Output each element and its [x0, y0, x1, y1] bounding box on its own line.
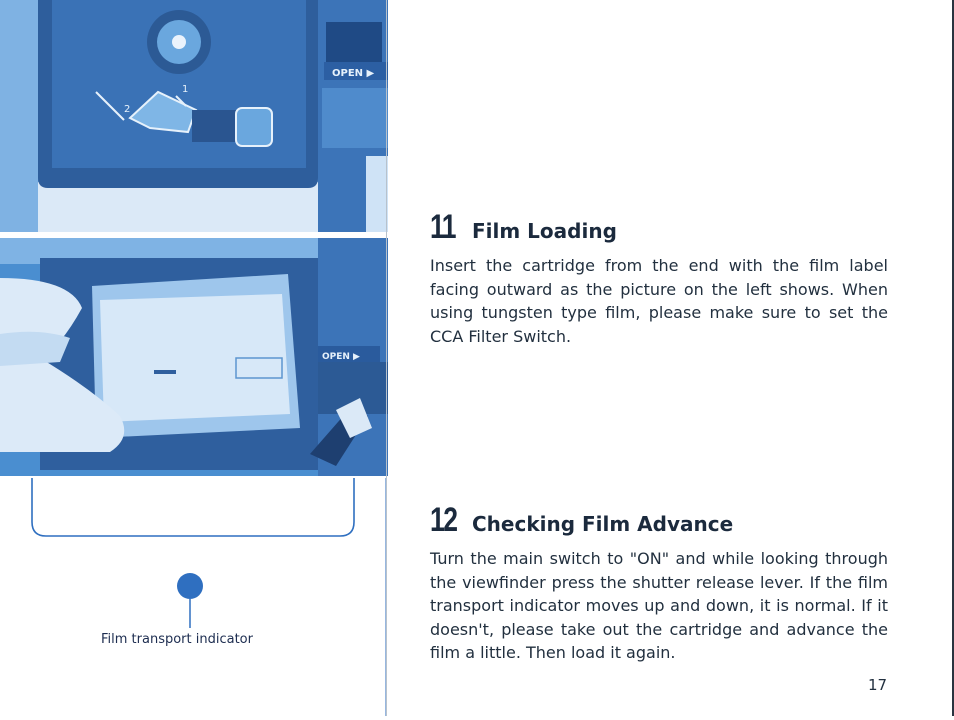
section-body: Turn the main switch to "ON" and while l… [430, 549, 888, 662]
section-title: Film Loading [472, 219, 617, 243]
page-edge [952, 0, 954, 716]
transport-indicator-diagram [0, 478, 388, 716]
indicator-dot-icon [177, 573, 203, 599]
section-title: Checking Film Advance [472, 512, 734, 536]
illustration-column: 2 1 OPEN ▶ OPEN [0, 0, 388, 716]
section-heading: 11 Film Loading [430, 208, 900, 246]
section-body: Insert the cartridge from the end with t… [430, 256, 888, 346]
section-number: 12 [430, 501, 458, 539]
arrow-2-label: 2 [124, 104, 130, 115]
diagram-caption: Film transport indicator [101, 632, 253, 647]
section-number: 11 [430, 208, 456, 246]
cartridge-insertion-photo: OPEN ▶ [0, 238, 388, 476]
section-heading: 12 Checking Film Advance [430, 501, 900, 539]
section-checking-film-advance: 12 Checking Film Advance Turn the main s… [430, 501, 900, 665]
arrow-1-label: 1 [182, 84, 188, 95]
section-film-loading: 11 Film Loading Insert the cartridge fro… [430, 208, 900, 348]
film-chamber-photo: 2 1 OPEN ▶ [0, 0, 388, 232]
open-label-bottom: OPEN ▶ [322, 352, 360, 362]
page-number: 17 [868, 676, 888, 694]
column-divider [386, 0, 387, 716]
open-label-top: OPEN ▶ [332, 68, 375, 79]
